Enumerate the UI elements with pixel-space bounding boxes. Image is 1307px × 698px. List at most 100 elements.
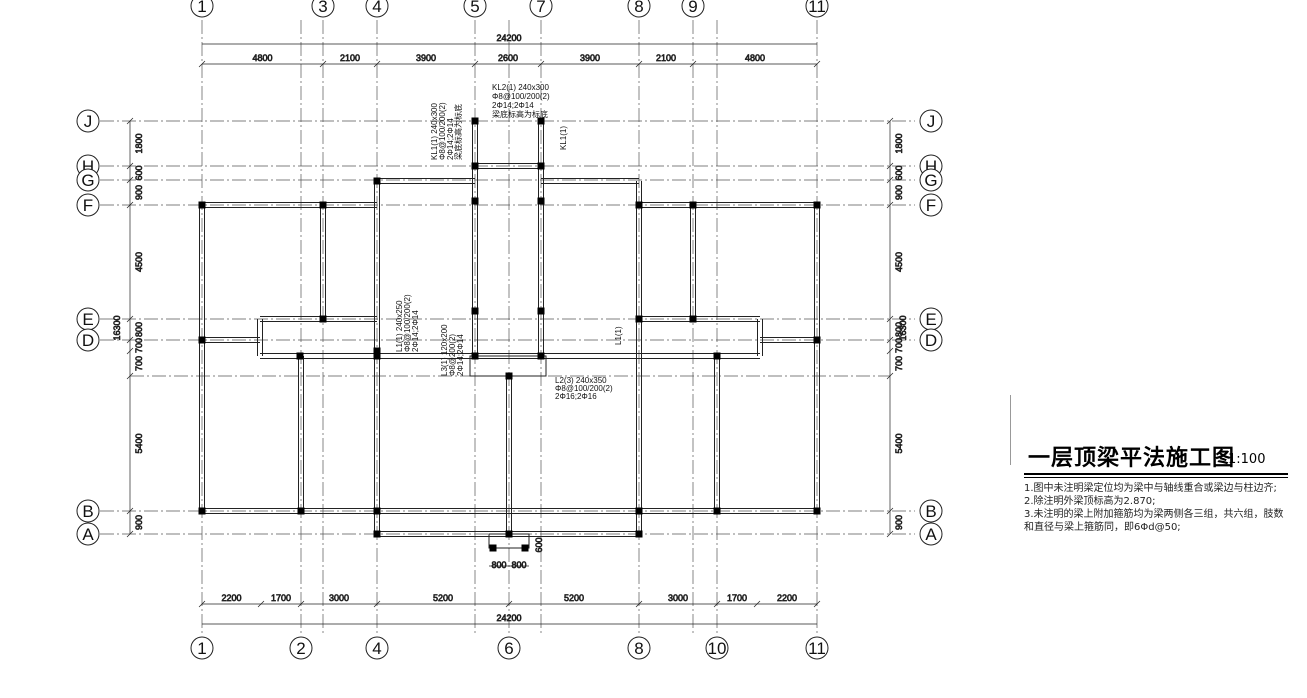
- l3-label-0: L3(1) 120x200: [440, 324, 449, 376]
- axis-label-right-A: A: [925, 525, 937, 544]
- axis-label-bottom-4: 4: [372, 639, 381, 658]
- kl1-label-2: 2Φ14;2Φ14: [446, 118, 455, 160]
- dim-tick-bottom: [635, 600, 643, 608]
- axis-label-top-4: 4: [372, 0, 381, 16]
- column: [471, 117, 479, 125]
- axis-bubble-top-3: [311, 0, 335, 18]
- kl2-label-0: KL2(1) 240x300: [492, 83, 549, 92]
- beam-annotation-layer: KL2(1) 240x300Φ8@100/200(2)2Φ14;2Φ14梁底标高…: [395, 83, 623, 401]
- dim-bottom-7: 2200: [777, 593, 797, 603]
- l3-label-2: 2Φ14;2Φ14: [456, 334, 465, 376]
- dim-side-right-5: 700: [894, 338, 904, 353]
- dim-tick-side: [886, 117, 894, 125]
- note-3: 3.未注明的梁上附加箍筋均为梁两侧各三组，共六组，肢数: [1024, 509, 1284, 520]
- dim-tick-bottom: [505, 600, 513, 608]
- column: [198, 201, 206, 209]
- column: [635, 507, 643, 515]
- l1-right-label: L1(1): [614, 326, 623, 345]
- dim-side-left-3: 4500: [134, 252, 144, 272]
- axis-label-right-G: G: [924, 171, 937, 190]
- dim-side-right-8: 900: [894, 515, 904, 530]
- axis-label-bottom-6: 6: [504, 639, 513, 658]
- dim-stair-depth: 600: [534, 537, 544, 552]
- dim-bottom-0: 2200: [221, 593, 241, 603]
- dim-tick-side: [886, 176, 894, 184]
- axis-bubble-top-11: [805, 0, 829, 18]
- column: [373, 177, 381, 185]
- dim-tick-side: [886, 372, 894, 380]
- dim-bottom-total: 24200: [496, 613, 521, 623]
- column: [373, 530, 381, 538]
- axis-bubble-bottom-1: [190, 636, 214, 660]
- dim-bottom-4: 5200: [564, 593, 584, 603]
- axis-label-left-D: D: [82, 331, 94, 350]
- column: [537, 307, 545, 315]
- axis-label-left-G: G: [81, 171, 94, 190]
- column: [635, 530, 643, 538]
- kl1-label-1: Φ8@100/200(2): [438, 102, 447, 160]
- dim-tick-side: [886, 336, 894, 344]
- axis-bubble-right-D: [919, 328, 943, 352]
- axis-bubble-right-F: [919, 193, 943, 217]
- column: [198, 507, 206, 515]
- axis-bubble-right-G: [919, 168, 943, 192]
- axis-label-bottom-1: 1: [197, 639, 206, 658]
- column: [471, 162, 479, 170]
- l2-label-2: 2Φ16;2Φ16: [555, 392, 597, 401]
- dim-tick-top: [198, 60, 206, 68]
- dim-top-0: 4800: [252, 53, 272, 63]
- dim-tick-side: [886, 315, 894, 323]
- column: [296, 352, 304, 360]
- axis-bubble-right-A: [919, 522, 943, 546]
- dim-top-6: 4800: [745, 53, 765, 63]
- dim-tick-bottom: [813, 600, 821, 608]
- l1-label-2: 2Φ14;2Φ14: [411, 310, 420, 352]
- dim-tick-bottom: [297, 600, 305, 608]
- dim-top-5: 2100: [656, 53, 676, 63]
- axis-label-right-B: B: [925, 502, 936, 521]
- column: [198, 336, 206, 344]
- axis-label-right-E: E: [925, 310, 936, 329]
- axis-label-left-B: B: [82, 502, 93, 521]
- drawing-title: 一层顶梁平法施工图: [1028, 446, 1236, 471]
- column: [373, 347, 381, 355]
- dim-side-left-1: 600: [134, 165, 144, 180]
- dim-tick-bottom: [257, 600, 265, 608]
- axis-bubble-top-5: [463, 0, 487, 18]
- dim-side-left-5: 700: [134, 338, 144, 353]
- axis-bubble-bottom-4: [365, 636, 389, 660]
- column: [505, 372, 513, 380]
- dim-tick-side: [886, 162, 894, 170]
- axis-bubble-left-G: [76, 168, 100, 192]
- dim-tick-top: [319, 60, 327, 68]
- dim-side-left-4: 800: [134, 322, 144, 337]
- axis-label-bottom-10: 10: [708, 639, 727, 658]
- column: [537, 352, 545, 360]
- dim-side-right-1: 600: [894, 165, 904, 180]
- dim-side-right-0: 1800: [894, 133, 904, 153]
- dim-tick-bottom: [198, 600, 206, 608]
- dim-tick-side: [126, 315, 134, 323]
- axis-bubble-left-A: [76, 522, 100, 546]
- column: [813, 201, 821, 209]
- kl2-label-2: 2Φ14;2Φ14: [492, 101, 534, 110]
- drawing-scale: 1:100: [1228, 452, 1266, 467]
- column: [713, 352, 721, 360]
- axis-label-top-7: 7: [536, 0, 545, 16]
- axis-label-right-D: D: [925, 331, 937, 350]
- dim-stair-1: 800: [511, 560, 526, 570]
- axis-bubble-left-B: [76, 499, 100, 523]
- column: [297, 507, 305, 515]
- note-1: 1.图中未注明梁定位均为梁中与轴线重合或梁边与柱边齐;: [1024, 483, 1277, 494]
- dim-tick-side: [886, 530, 894, 538]
- kl1-label-3: 梁底标高为标底: [453, 104, 463, 160]
- dim-tick-side: [126, 530, 134, 538]
- axis-bubble-left-J: [76, 109, 100, 133]
- dim-side-left-8: 900: [134, 515, 144, 530]
- beam-layer: [199, 121, 820, 549]
- column: [319, 315, 327, 323]
- dim-tick-side: [126, 347, 134, 355]
- dim-tick-side: [126, 507, 134, 515]
